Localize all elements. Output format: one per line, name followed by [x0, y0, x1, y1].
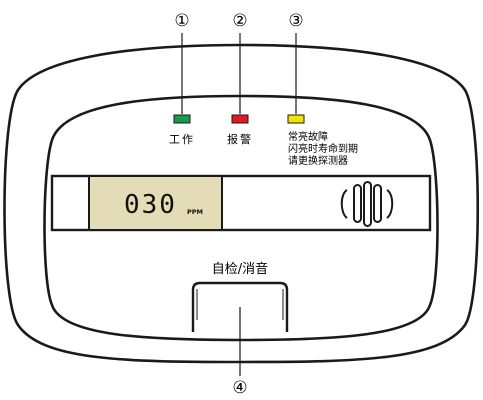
callout-2: ②: [232, 11, 247, 31]
callout-4: ④: [232, 378, 247, 398]
lcd-screen: [90, 177, 221, 229]
fault-led-label-line-1: 常亮故障: [288, 130, 328, 143]
test-silence-button-label: 自检/消音: [212, 261, 268, 277]
alarm-led-label: 报警: [227, 132, 253, 146]
face-panel: [43, 94, 439, 342]
speaker-grille-icon: [340, 181, 394, 227]
work-led-label: 工作: [169, 133, 195, 146]
outer-housing: [3, 43, 480, 364]
lcd-reading: 030: [124, 190, 177, 220]
callout-3: ③: [288, 11, 303, 31]
fault-led-label-line-3: 请更换探测器: [288, 154, 348, 167]
lcd-unit: PPM: [187, 208, 203, 216]
fault-led-label-line-2: 闪亮时寿命到期: [288, 142, 358, 155]
work-led: [173, 114, 191, 124]
display-strip: [50, 174, 432, 232]
alarm-led: [231, 114, 249, 124]
test-silence-button[interactable]: [191, 281, 289, 332]
fault-led: [287, 114, 305, 124]
callout-1: ①: [174, 11, 189, 31]
